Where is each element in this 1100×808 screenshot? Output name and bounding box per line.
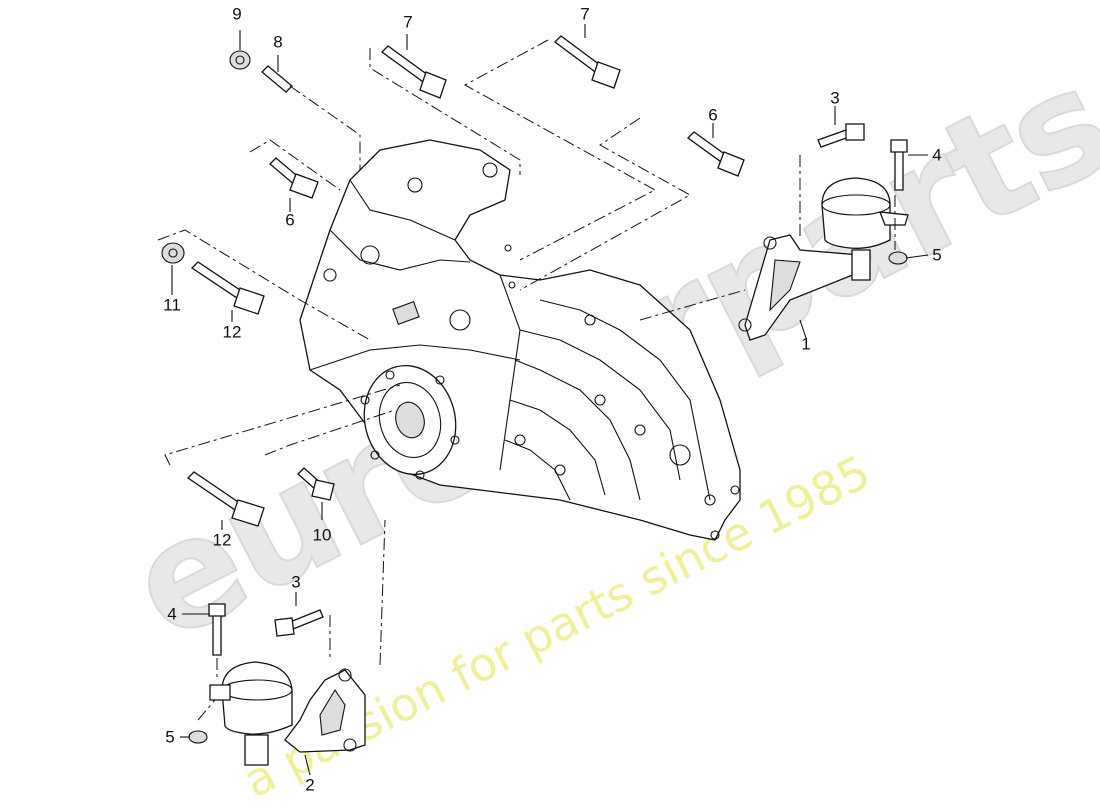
callout-10: 10 [312,525,332,545]
gearbox-housing [299,139,741,541]
bolts [161,35,908,744]
callout-4-upper: 4 [932,145,942,165]
callout-9: 9 [232,4,242,24]
mount-bracket-1 [738,177,909,341]
callout-7-left: 7 [403,12,413,32]
callout-6-left: 6 [285,210,295,230]
leader-lines [157,24,929,776]
callout-3-lower: 3 [291,572,301,592]
callout-2: 2 [305,775,315,795]
mount-bracket-2 [209,661,366,766]
callout-4-lower: 4 [167,604,177,624]
callout-1: 1 [801,334,811,354]
callout-3-upper: 3 [830,88,840,108]
callout-5-upper: 5 [932,245,942,265]
callout-7-right: 7 [580,4,590,24]
callout-8: 8 [273,32,283,52]
callout-12-upper: 12 [222,322,242,342]
callout-11: 11 [163,295,181,315]
callout-5-lower: 5 [165,727,175,747]
callout-6-right: 6 [708,105,718,125]
callout-12-lower: 12 [212,530,232,550]
